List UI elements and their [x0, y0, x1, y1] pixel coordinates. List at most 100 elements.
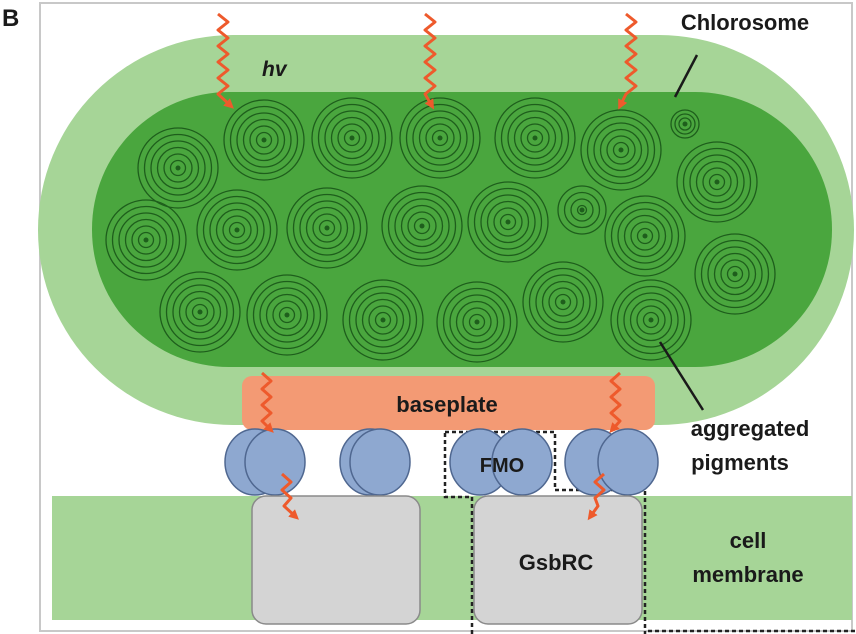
figure-frame: [39, 2, 853, 632]
pigment-ring: [387, 191, 457, 261]
chlorosome-leader: [673, 54, 699, 98]
pigment-ring: [299, 200, 355, 256]
pigment-ring: [520, 123, 550, 153]
pigment-ring: [455, 300, 499, 344]
pigment-ring: [557, 185, 607, 235]
pigment-ring: [580, 109, 662, 191]
pigment-ring: [623, 292, 679, 348]
pigment-ring: [324, 110, 380, 166]
pigment-ring: [606, 135, 636, 165]
fmo-protein-4: [564, 428, 659, 496]
pigment-center: [648, 317, 654, 323]
aggregated-label: aggregated: [691, 416, 810, 441]
pigment-ring: [486, 200, 530, 244]
pigment-ring: [255, 131, 273, 149]
pigment-center: [349, 135, 355, 141]
pigment-ring: [442, 287, 512, 357]
pigment-ring: [286, 187, 368, 269]
pigments-label: pigments: [691, 450, 789, 475]
pigment-ring: [522, 261, 604, 343]
pigment-ring: [623, 214, 667, 258]
pigment-ring: [610, 279, 692, 361]
pigment-ring: [348, 285, 418, 355]
aggregated-pigment-rings: [105, 97, 776, 363]
pigment-ring: [467, 181, 549, 263]
pigment-ring: [159, 271, 241, 353]
fmo-protein-2: [339, 428, 411, 496]
pigment-center: [532, 135, 538, 141]
pigment-ring: [399, 97, 481, 179]
pigment-center: [234, 227, 240, 233]
pigment-ring: [674, 113, 696, 135]
wavy-arrow-icon: [587, 472, 606, 521]
pigment-ring: [223, 99, 305, 181]
pigment-ring: [229, 105, 299, 175]
pigment-ring: [462, 307, 492, 337]
pigment-ring: [265, 293, 309, 337]
pigment-ring: [713, 252, 757, 296]
pigment-ring: [156, 146, 200, 190]
pigment-ring: [630, 221, 660, 251]
pigment-ring: [599, 128, 643, 172]
pigment-ring: [507, 110, 563, 166]
pigment-center: [437, 135, 443, 141]
wavy-arrow-icon: [609, 371, 622, 433]
pigment-ring: [720, 259, 750, 289]
pigment-ring: [355, 292, 411, 348]
pigment-ring: [554, 293, 572, 311]
pigment-ring: [196, 189, 278, 271]
gsbrc-label: GsbRC: [519, 550, 594, 575]
pigment-ring: [242, 118, 286, 162]
pigment-center: [732, 271, 738, 277]
pigment-ring: [695, 160, 739, 204]
pigment-ring: [165, 277, 235, 347]
pigment-ring: [317, 103, 387, 173]
hv-label: hv: [262, 58, 288, 81]
pigment-ring: [436, 281, 518, 363]
pigment-ring: [330, 116, 374, 160]
pigment-center: [143, 237, 149, 243]
pigment-center: [642, 233, 648, 239]
pigment-ring: [431, 129, 449, 147]
pigment-ring: [169, 159, 187, 177]
pigment-ring: [513, 116, 557, 160]
pigment-ring: [311, 97, 393, 179]
pigment-ring: [361, 298, 405, 342]
pigment-ring: [707, 246, 763, 302]
photon-arrows: [216, 12, 638, 521]
pigment-center: [197, 309, 203, 315]
pigment-ring: [312, 213, 342, 243]
pigment-center: [261, 137, 267, 143]
pigment-ring: [570, 198, 594, 222]
pigment-ring: [425, 123, 455, 153]
pigment-ring: [676, 141, 758, 223]
pigment-ring: [222, 215, 252, 245]
pigment-ring: [236, 112, 292, 168]
fmo-label: FMO: [480, 455, 524, 477]
pigment-ring: [563, 191, 601, 229]
pigment-center: [175, 165, 181, 171]
pigment-ring: [318, 219, 336, 237]
pigment-ring: [499, 213, 517, 231]
pigment-center: [419, 223, 425, 229]
baseplate: [242, 376, 655, 430]
pigment-ring: [616, 285, 686, 355]
pigment-ring: [405, 103, 475, 173]
pigment-ring: [541, 280, 585, 324]
pigment-center: [505, 219, 511, 225]
aggregated-pigments-leader: [658, 341, 705, 411]
pigment-ring: [548, 287, 578, 317]
pigment-ring: [105, 199, 187, 281]
cell-label: cell: [730, 528, 767, 553]
pigment-ring: [137, 127, 219, 209]
pigment-ring: [124, 218, 168, 262]
pigment-ring: [528, 267, 598, 337]
reaction-center-gsbrc: [473, 495, 643, 625]
pigment-center: [682, 121, 688, 127]
pigment-ring: [337, 123, 367, 153]
pigment-center: [714, 179, 720, 185]
pigment-center: [380, 317, 386, 323]
pigment-ring: [682, 147, 752, 217]
pigment-ring: [586, 115, 656, 185]
